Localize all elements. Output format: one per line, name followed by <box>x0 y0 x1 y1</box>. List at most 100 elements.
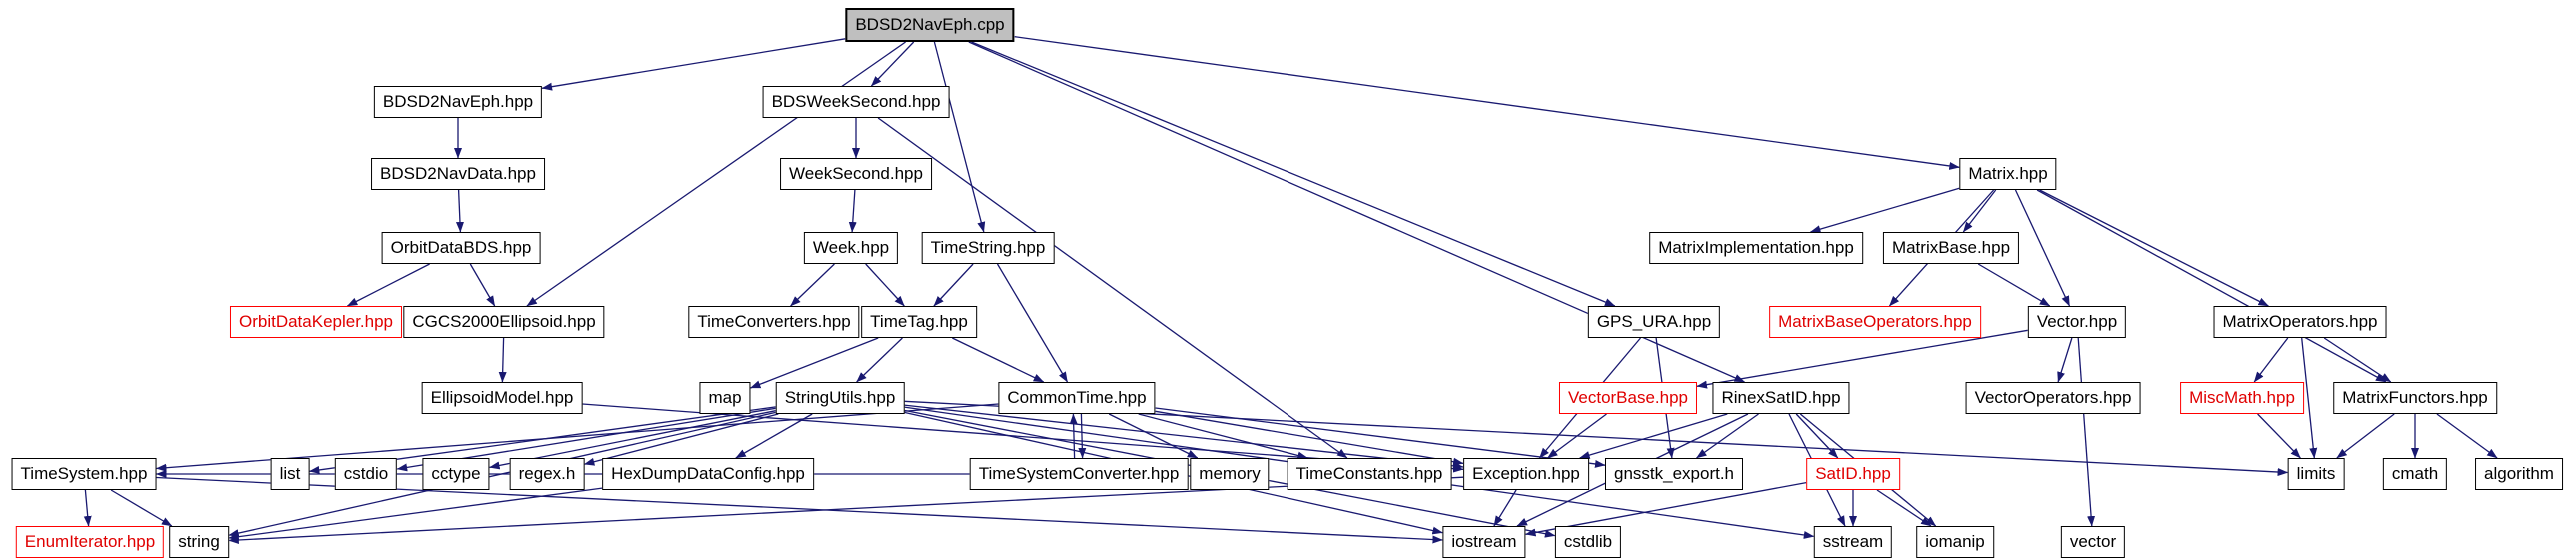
graph-node-iostream: iostream <box>1442 526 1526 558</box>
graph-node-hexdumpdataconfig-hpp[interactable]: HexDumpDataConfig.hpp <box>602 458 814 490</box>
graph-node-cgcs2000ellipsoid-hpp[interactable]: CGCS2000Ellipsoid.hpp <box>403 306 605 338</box>
graph-node-satid-hpp[interactable]: SatID.hpp <box>1806 458 1900 490</box>
include-edge-matrix-hpp-to-matrixoperators-hpp <box>2039 189 2269 307</box>
graph-node-timesystemconverter-hpp[interactable]: TimeSystemConverter.hpp <box>969 458 1189 490</box>
graph-node-enumiterator-hpp[interactable]: EnumIterator.hpp <box>15 526 165 558</box>
graph-node-exception-hpp[interactable]: Exception.hpp <box>1463 458 1589 490</box>
graph-node-rinexsatid-hpp[interactable]: RinexSatID.hpp <box>1712 382 1850 414</box>
graph-node-orbitdatabds-hpp[interactable]: OrbitDataBDS.hpp <box>381 232 541 264</box>
graph-node-weeksecond-hpp[interactable]: WeekSecond.hpp <box>780 158 932 190</box>
include-edge-timesystem-hpp-to-enumiterator-hpp <box>83 489 92 527</box>
include-edge-matrixoperators-hpp-to-miscmath-hpp <box>2253 337 2289 383</box>
graph-node-matrixfunctors-hpp[interactable]: MatrixFunctors.hpp <box>2333 382 2497 414</box>
include-edge-rinexsatid-hpp-to-satid-hpp <box>1795 413 1839 459</box>
include-edge-rinexsatid-hpp-to-gnsstk-export-h <box>1696 413 1759 459</box>
graph-node-algorithm: algorithm <box>2475 458 2563 490</box>
include-edge-bdsd2navdata-hpp-to-orbitdatabds-hpp <box>455 189 464 233</box>
include-edge-exception-hpp-to-string <box>228 476 1464 544</box>
include-edge-commontime-hpp-to-memory <box>1108 413 1199 459</box>
include-edge-stringutils-hpp-to-hexdumpdataconfig-hpp <box>735 413 813 459</box>
graph-node-timeconverters-hpp[interactable]: TimeConverters.hpp <box>688 306 860 338</box>
include-edge-miscmath-hpp-to-limits <box>2257 413 2301 459</box>
include-edge-timesystem-hpp-to-string <box>110 489 173 527</box>
graph-node-vector-hpp[interactable]: Vector.hpp <box>2027 306 2127 338</box>
graph-node-timeconstants-hpp[interactable]: TimeConstants.hpp <box>1287 458 1452 490</box>
graph-node-vector: vector <box>2060 526 2126 558</box>
graph-node-sstream: sstream <box>1813 526 1893 558</box>
graph-node-bdsd2naveph-cpp: BDSD2NavEph.cpp <box>845 8 1015 42</box>
graph-node-list: list <box>270 458 310 490</box>
graph-node-limits: limits <box>2287 458 2345 490</box>
graph-node-map: map <box>699 382 751 414</box>
graph-node-matrix-hpp[interactable]: Matrix.hpp <box>1959 158 2057 190</box>
include-edge-bdsweeksecond-hpp-to-timeconstants-hpp <box>877 117 1348 459</box>
graph-node-bdsd2navdata-hpp[interactable]: BDSD2NavData.hpp <box>371 158 545 190</box>
include-edge-bdsd2naveph-cpp-to-gps-ura-hpp <box>971 41 1616 307</box>
include-edge-exception-hpp-to-iostream <box>1493 489 1517 527</box>
include-edge-timetag-hpp-to-commontime-hpp <box>952 337 1045 383</box>
include-edge-bdsd2naveph-cpp-to-timestring-hpp <box>933 41 986 233</box>
graph-node-timesystem-hpp[interactable]: TimeSystem.hpp <box>11 458 157 490</box>
include-edge-orbitdatabds-hpp-to-cgcs2000ellipsoid-hpp <box>469 263 496 307</box>
include-edge-orbitdatabds-hpp-to-orbitdatakepler-hpp <box>346 263 430 307</box>
include-edge-weeksecond-hpp-to-week-hpp <box>848 189 857 233</box>
include-edge-stringutils-hpp-to-cctype <box>489 410 776 470</box>
include-edge-cgcs2000ellipsoid-hpp-to-ellipsoidmodel-hpp <box>498 337 507 383</box>
include-edge-matrix-hpp-to-matrixfunctors-hpp <box>2036 189 2387 383</box>
include-edge-stringutils-hpp-to-exception-hpp <box>904 404 1464 470</box>
include-edge-week-hpp-to-timeconverters-hpp <box>790 263 835 307</box>
graph-node-regex-h: regex.h <box>509 458 585 490</box>
graph-node-cmath: cmath <box>2382 458 2448 490</box>
include-edge-timetag-hpp-to-stringutils-hpp <box>856 337 903 383</box>
graph-node-vectorbase-hpp[interactable]: VectorBase.hpp <box>1558 382 1698 414</box>
graph-node-bdsweeksecond-hpp[interactable]: BDSWeekSecond.hpp <box>762 86 950 118</box>
include-edge-stringutils-hpp-to-regex-h <box>583 413 779 466</box>
include-edge-vector-hpp-to-vector <box>2077 337 2096 527</box>
include-edge-matrix-hpp-to-vector-hpp <box>2014 189 2071 307</box>
graph-node-string: string <box>169 526 229 558</box>
graph-node-stringutils-hpp[interactable]: StringUtils.hpp <box>775 382 905 414</box>
include-edge-week-hpp-to-timetag-hpp <box>865 263 905 307</box>
graph-node-bdsd2naveph-hpp[interactable]: BDSD2NavEph.hpp <box>373 86 543 118</box>
graph-node-timetag-hpp[interactable]: TimeTag.hpp <box>861 306 977 338</box>
graph-node-week-hpp[interactable]: Week.hpp <box>803 232 899 264</box>
include-edge-matrix-hpp-to-matriximplementation-hpp <box>1810 187 1960 234</box>
include-edge-timestring-hpp-to-timetag-hpp <box>933 263 974 307</box>
graph-node-vectoroperators-hpp[interactable]: VectorOperators.hpp <box>1965 382 2141 414</box>
graph-node-memory: memory <box>1190 458 1270 490</box>
include-edge-matrixfunctors-hpp-to-algorithm <box>2436 413 2498 459</box>
graph-node-timestring-hpp[interactable]: TimeString.hpp <box>921 232 1055 264</box>
graph-node-gnsstk-export-h[interactable]: gnsstk_export.h <box>1604 458 1744 490</box>
graph-node-cstdlib: cstdlib <box>1554 526 1622 558</box>
graph-node-miscmath-hpp[interactable]: MiscMath.hpp <box>2180 382 2304 414</box>
graph-node-cctype: cctype <box>422 458 490 490</box>
graph-node-matrixoperators-hpp[interactable]: MatrixOperators.hpp <box>2213 306 2387 338</box>
graph-node-gps-ura-hpp[interactable]: GPS_URA.hpp <box>1587 306 1721 338</box>
include-edge-satid-hpp-to-iostream <box>1525 481 1807 537</box>
include-edge-commontime-hpp-to-timeconstants-hpp <box>1138 413 1308 460</box>
graph-node-matrixbase-hpp[interactable]: MatrixBase.hpp <box>1882 232 2020 264</box>
include-edge-vector-hpp-to-vectorbase-hpp <box>1696 329 2028 389</box>
include-edge-matrix-hpp-to-matrixbase-hpp <box>1962 189 1997 233</box>
include-edge-matrixoperators-hpp-to-limits <box>2301 337 2318 459</box>
include-edge-bdsd2naveph-cpp-to-bdsd2naveph-hpp <box>541 38 846 91</box>
include-edge-matrixfunctors-hpp-to-limits <box>2336 413 2395 459</box>
graph-node-orbitdatakepler-hpp[interactable]: OrbitDataKepler.hpp <box>229 306 403 338</box>
graph-node-commontime-hpp[interactable]: CommonTime.hpp <box>998 382 1156 414</box>
include-edge-commontime-hpp-to-exception-hpp <box>1155 410 1464 466</box>
include-edge-commontime-hpp-to-gnsstk-export-h <box>1155 407 1606 468</box>
include-edge-timestring-hpp-to-commontime-hpp <box>996 263 1069 383</box>
include-edge-commontime-hpp-to-timesystem-hpp <box>156 403 999 472</box>
include-edge-vector-hpp-to-vectoroperators-hpp <box>2057 337 2073 383</box>
graph-node-cstdio: cstdio <box>334 458 398 490</box>
graph-node-ellipsoidmodel-hpp[interactable]: EllipsoidModel.hpp <box>421 382 583 414</box>
include-edge-rinexsatid-hpp-to-exception-hpp <box>1579 413 1728 459</box>
graph-node-matriximplementation-hpp[interactable]: MatrixImplementation.hpp <box>1649 232 1863 264</box>
include-edge-bdsd2naveph-cpp-to-matrix-hpp <box>1014 36 1960 170</box>
include-edge-vectorbase-hpp-to-exception-hpp <box>1547 413 1607 459</box>
include-edge-commontime-hpp-to-timesystemconverter-hpp <box>1078 413 1087 459</box>
graph-node-matrixbaseoperators-hpp[interactable]: MatrixBaseOperators.hpp <box>1769 306 1981 338</box>
include-edge-matrixoperators-hpp-to-matrixfunctors-hpp <box>2323 337 2392 383</box>
include-edge-timesystemconverter-hpp-to-commontime-hpp <box>1069 413 1078 459</box>
